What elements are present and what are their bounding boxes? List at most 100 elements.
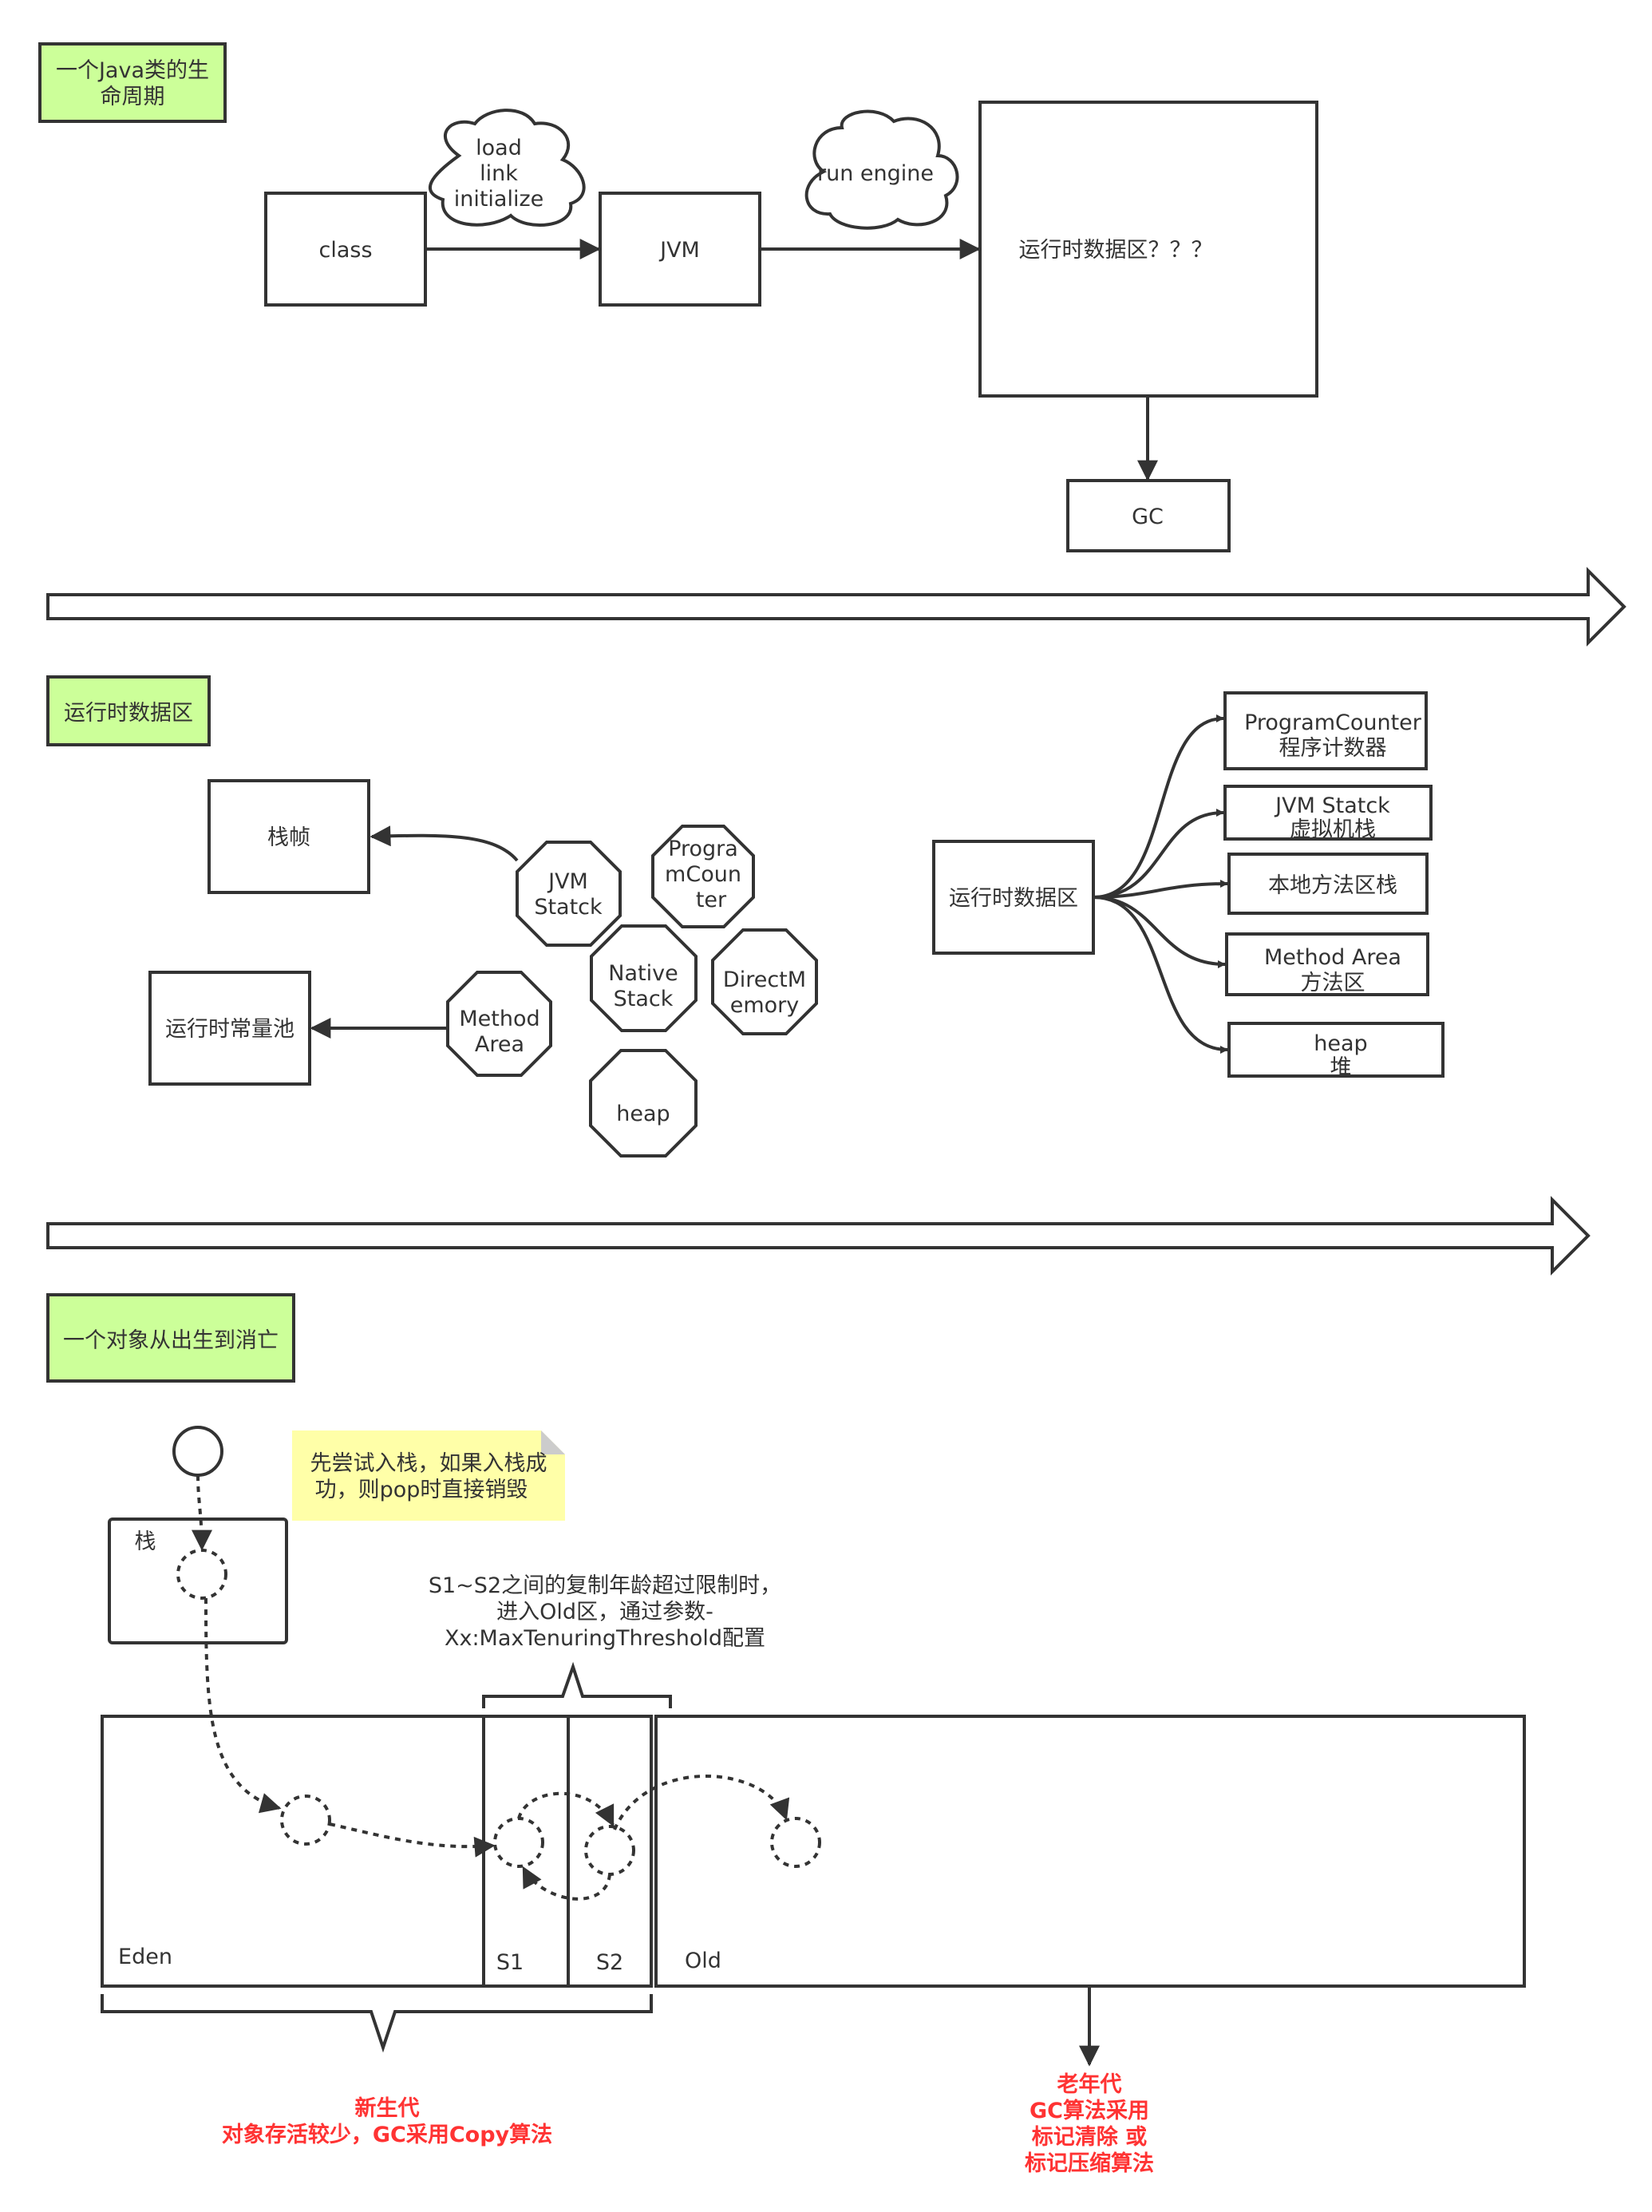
section3-title-box <box>46 1293 295 1383</box>
note-box <box>292 1430 565 1521</box>
cloud1-line3: initialize <box>454 187 544 212</box>
threshold-line2: 进入Old区，通过参数- <box>496 1600 713 1624</box>
object-in-old <box>770 1817 821 1868</box>
stack-frame-box <box>207 779 370 894</box>
cloud-load-link <box>429 109 586 227</box>
section3-title: 一个对象从出生到消亡 <box>63 1328 279 1353</box>
runtime-label: 运行时数据区？？？ <box>1019 238 1213 263</box>
section-divider-arrow-2 <box>46 1196 1591 1276</box>
octagon-method-area <box>446 971 552 1077</box>
octagon-program-counter <box>651 825 755 928</box>
const-pool-label: 运行时常量池 <box>165 1017 294 1042</box>
jvm-box <box>599 192 761 307</box>
const-pool-box <box>148 971 311 1086</box>
section-divider-arrow-1 <box>46 567 1626 647</box>
object-in-stack <box>176 1549 227 1600</box>
branch-jvm-stack <box>1223 785 1433 841</box>
section1-title-line2: 命周期 <box>101 85 165 109</box>
stack-frame-label: 栈帧 <box>267 825 310 850</box>
class-box <box>264 192 427 307</box>
gc-label: GC <box>1132 505 1164 529</box>
native-stack-line1: Native <box>608 961 678 986</box>
jvm-stack-line1: JVM <box>547 869 588 894</box>
branch-native-label: 本地方法区栈 <box>1268 873 1397 898</box>
cloud2-label: run engine <box>817 161 934 186</box>
runtime-root-label: 运行时数据区 <box>949 886 1078 911</box>
brace-young-gen <box>101 1994 653 2053</box>
mindmap-link-2 <box>1093 809 1224 899</box>
branch-jvmstack-line2: 虚拟机栈 <box>1290 817 1376 842</box>
mindmap-link-5 <box>1093 896 1228 1054</box>
octagon-native-stack <box>590 924 698 1032</box>
jvm-label: JVM <box>658 238 700 263</box>
threshold-line3: Xx:MaxTenuringThreshold配置 <box>445 1626 765 1651</box>
runtime-root-box <box>932 840 1095 955</box>
old-gen-line3: 标记清除 或 <box>1032 2124 1147 2150</box>
brace-survivor <box>482 1661 672 1708</box>
branch-heap <box>1227 1022 1445 1078</box>
mindmap-link-4 <box>1093 896 1226 968</box>
native-stack-line2: Stack <box>614 987 674 1011</box>
branch-pc-line1: ProgramCounter <box>1244 710 1422 735</box>
old-gen-line4: 标记压缩算法 <box>1025 2151 1154 2176</box>
old-region <box>654 1715 1526 1988</box>
note-line2: 功，则pop时直接销毁 <box>315 1478 528 1502</box>
gc-box <box>1066 479 1231 552</box>
s2-region <box>567 1715 653 1988</box>
branch-pc-line2: 程序计数器 <box>1279 736 1387 761</box>
pc-line2: mCoun <box>665 862 741 887</box>
eden-label: Eden <box>118 1945 172 1969</box>
s1-label: S1 <box>496 1950 524 1975</box>
branch-method-line2: 方法区 <box>1301 971 1365 995</box>
method-area-line2: Area <box>475 1032 524 1057</box>
octagon-heap <box>589 1049 698 1157</box>
branch-method-line1: Method Area <box>1264 945 1401 970</box>
direct-memory-line2: emory <box>730 993 800 1018</box>
old-gen-line2: GC算法采用 <box>1030 2098 1149 2123</box>
section1-title: 一个Java类的生 <box>56 58 209 83</box>
direct-memory-line1: DirectM <box>723 968 806 992</box>
start-node <box>172 1426 223 1477</box>
note-fold <box>541 1430 565 1454</box>
s2-label: S2 <box>596 1950 623 1975</box>
cloud1-line1: load <box>476 136 522 160</box>
jvm-stack-line2: Statck <box>534 895 603 920</box>
stack-label: 栈 <box>135 1529 156 1554</box>
runtime-data-box <box>978 101 1318 398</box>
section2-title-box <box>46 675 211 746</box>
octagon-direct-memory <box>711 928 818 1035</box>
pc-line3: ter <box>696 888 727 912</box>
heap-octagon-label: heap <box>616 1102 670 1126</box>
branch-program-counter <box>1223 691 1428 770</box>
eden-region <box>101 1715 485 1988</box>
flow-start-to-stack <box>191 1474 212 1551</box>
section1-title-box <box>38 42 227 123</box>
mindmap-link-3 <box>1093 880 1228 899</box>
old-gen-title: 老年代 <box>1057 2072 1122 2097</box>
branch-jvmstack-line1: JVM Statck <box>1274 793 1390 818</box>
branch-native-stack <box>1227 853 1429 915</box>
mindmap-link-1 <box>1093 714 1224 899</box>
cloud-run-engine <box>804 109 959 230</box>
flow-stack-to-eden <box>204 1597 282 1814</box>
old-label: Old <box>685 1949 721 1973</box>
young-gen-desc: 对象存活较少，GC采用Copy算法 <box>222 2122 552 2147</box>
arrow-jvmstack-to-frame <box>370 825 519 862</box>
threshold-line1: S1~S2之间的复制年龄超过限制时， <box>429 1573 781 1598</box>
branch-heap-line2: 堆 <box>1330 1055 1352 1080</box>
pc-line1: Progra <box>668 837 738 861</box>
young-gen-title: 新生代 <box>355 2095 420 2121</box>
section2-title: 运行时数据区 <box>64 701 193 726</box>
method-area-line1: Method <box>459 1007 539 1031</box>
class-label: class <box>318 238 372 263</box>
branch-method-area <box>1225 932 1429 996</box>
note-line1: 先尝试入栈，如果入栈成 <box>310 1451 547 1476</box>
flow-s2-to-s1 <box>522 1866 611 1901</box>
octagon-jvm-stack <box>516 841 622 947</box>
flow-eden-to-s1 <box>329 1822 496 1858</box>
object-in-eden <box>280 1795 331 1846</box>
branch-heap-line1: heap <box>1314 1031 1367 1056</box>
s1-region <box>482 1715 570 1988</box>
cloud1-line2: link <box>480 161 518 186</box>
